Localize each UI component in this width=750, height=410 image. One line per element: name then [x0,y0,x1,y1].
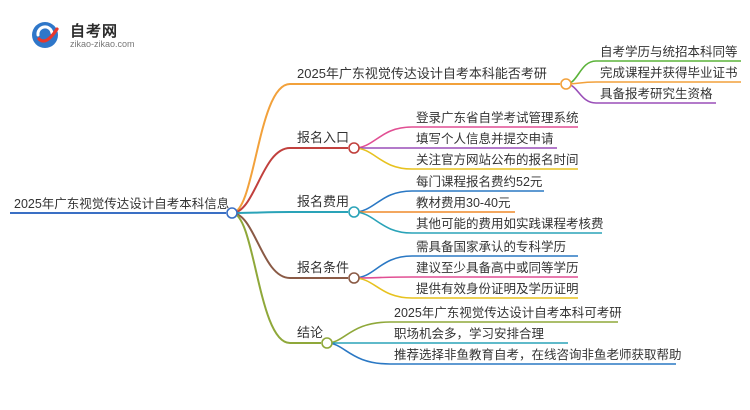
logo-mark-icon [32,22,59,48]
leaf-label-5-2: 职场机会多，学习安排合理 [394,327,545,341]
root-node-circle [226,207,238,219]
leaf-label-5-1: 2025年广东视觉传达设计自考本科可考研 [394,306,622,320]
leaf-label-4-3: 提供有效身份证明及学历证明 [416,282,579,296]
branch-label-can-take-postgrad: 2025年广东视觉传达设计自考本科能否考研 [297,66,547,81]
leaf-label-4-1: 需具备国家承认的专科学历 [416,240,567,254]
leaf-link-2-1 [353,126,413,149]
logo-title: 自考网 [70,23,119,40]
leaf-label-3-3: 其他可能的费用如实践课程考核费 [416,217,604,231]
branch-node-circle-3 [348,206,360,218]
root-node-label: 2025年广东视觉传达设计自考本科信息 [14,197,230,211]
leaf-link-4-2 [353,276,413,279]
leaf-link-4-1 [353,255,413,279]
leaf-link-4-3 [353,277,413,299]
leaf-link-3-3 [353,211,413,234]
leaf-label-4-2: 建议至少具备高中或同等学历 [416,261,579,275]
leaf-link-5-1 [326,321,391,344]
root-link-3 [231,211,291,214]
branch-label-conclusion: 结论 [297,325,324,340]
root-link-2 [231,147,291,214]
branch-label-registration-fee: 报名费用 [297,194,350,209]
leaf-label-1-2: 完成课程并获得毕业证书 [600,66,738,80]
root-link-1 [231,83,291,214]
leaf-link-2-3 [353,147,413,170]
leaf-link-3-1 [353,190,413,213]
branch-label-registration-conditions: 报名条件 [297,260,350,275]
leaf-label-2-1: 登录广东省自学考试管理系统 [416,111,579,125]
branch-node-circle-1 [560,78,572,90]
root-link-5 [231,212,291,344]
logo-url: zikao-zikao.com [70,39,135,49]
leaf-link-5-3 [326,342,391,365]
branch-node-circle-5 [321,337,333,349]
leaf-label-1-1: 自考学历与统招本科同等 [600,45,738,59]
root-link-4 [231,212,291,279]
leaf-label-3-1: 每门课程报名费约52元 [416,175,543,189]
branch-node-circle-4 [348,272,360,284]
site-logo[interactable]: 自考网 zikao-zikao.com [30,18,150,54]
leaf-label-1-3: 具备报考研究生资格 [600,87,713,101]
leaf-label-3-2: 教材费用30-40元 [416,196,511,210]
branch-label-registration-entry: 报名入口 [297,130,350,145]
leaf-label-5-3: 推荐选择非鱼教育自考，在线咨询非鱼老师获取帮助 [394,348,682,362]
leaf-label-2-2: 填写个人信息并提交申请 [416,132,554,146]
leaf-label-2-3: 关注官方网站公布的报名时间 [416,153,579,167]
branch-node-circle-2 [348,142,360,154]
